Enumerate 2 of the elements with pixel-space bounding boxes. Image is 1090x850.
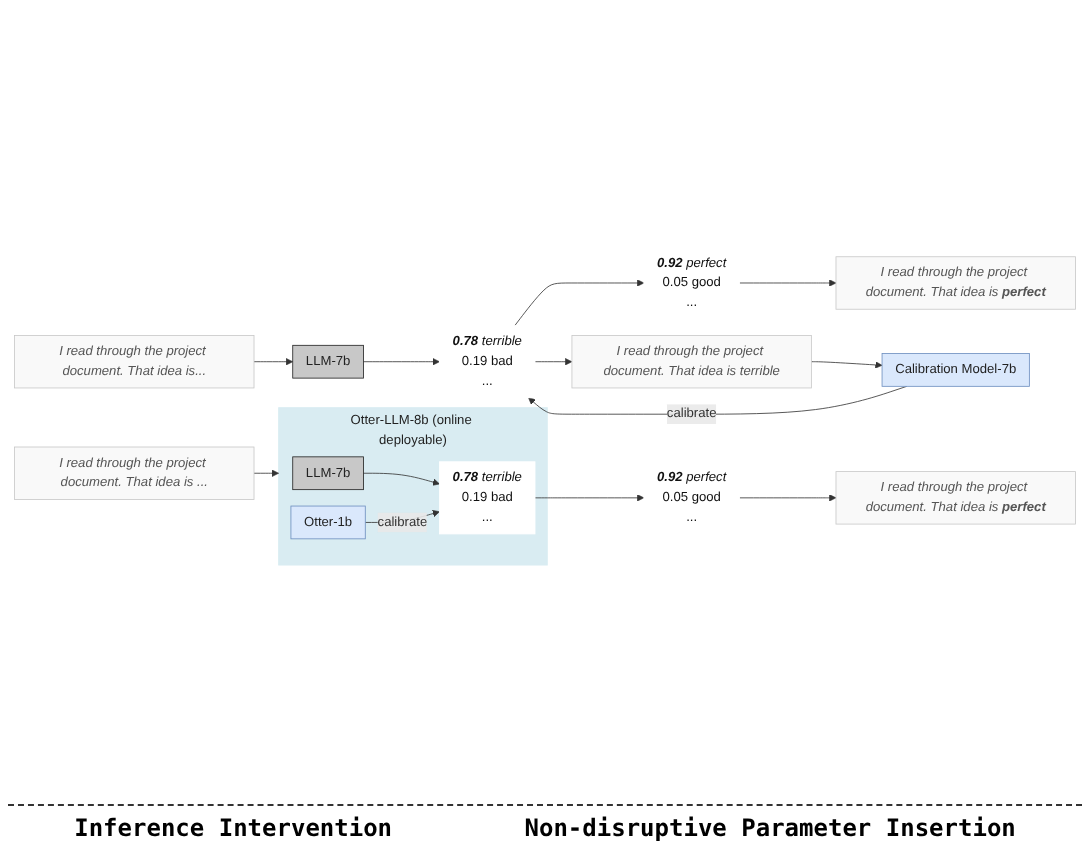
- section-heading: Non-disruptive Parameter Insertion: [524, 814, 1016, 842]
- section-heading: Inference Intervention: [74, 814, 393, 842]
